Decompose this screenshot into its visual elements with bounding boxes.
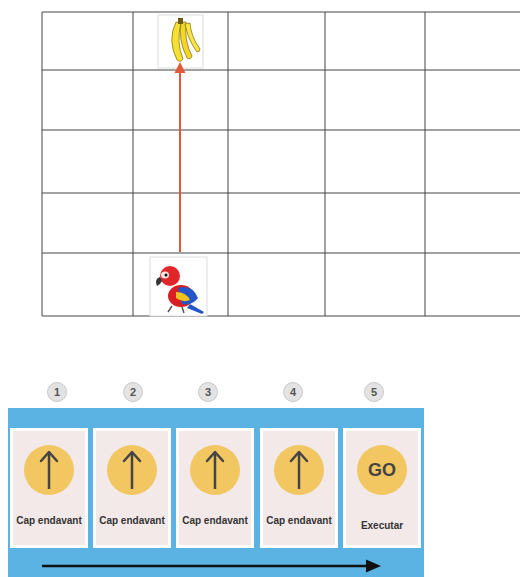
command-label: Executar bbox=[346, 520, 418, 532]
order-arrow-head bbox=[366, 560, 381, 573]
arrow-symbol-head bbox=[207, 452, 223, 461]
order-arrow-line bbox=[42, 565, 370, 568]
grid-line bbox=[133, 12, 134, 316]
arrow-symbol-head bbox=[41, 452, 57, 461]
card-icon bbox=[263, 431, 335, 545]
callout-number: 1 bbox=[47, 382, 67, 402]
command-label: Cap endavant bbox=[13, 515, 85, 527]
callout-number: 2 bbox=[123, 382, 143, 402]
card-icon bbox=[96, 431, 168, 545]
banana-fruit bbox=[185, 23, 200, 52]
grid-line bbox=[42, 316, 520, 317]
icon-circle bbox=[274, 445, 324, 495]
grid-line bbox=[425, 12, 426, 316]
command-label: Cap endavant bbox=[179, 515, 251, 527]
path-arrow-head bbox=[175, 62, 186, 73]
banana-picture bbox=[158, 15, 203, 68]
grid-line bbox=[42, 70, 520, 71]
path-arrow bbox=[175, 62, 186, 252]
parrot-wing bbox=[176, 292, 190, 301]
command-card: Cap endavant bbox=[260, 428, 338, 548]
icon-circle bbox=[107, 445, 157, 495]
program-panel bbox=[8, 408, 424, 577]
grid-line bbox=[42, 12, 520, 13]
card-icon bbox=[13, 431, 85, 545]
order-arrow bbox=[42, 560, 381, 573]
grid-line bbox=[325, 12, 326, 316]
arrow-symbol-shaft bbox=[298, 453, 301, 489]
command-card: Cap endavant bbox=[10, 428, 88, 548]
callout-number: 3 bbox=[198, 382, 218, 402]
picture-frame bbox=[158, 15, 203, 68]
command-label: Cap endavant bbox=[96, 515, 168, 527]
grid bbox=[42, 12, 520, 316]
command-card: GO Executar bbox=[343, 428, 421, 548]
parrot-face bbox=[161, 272, 169, 279]
arrow-symbol-shaft bbox=[48, 453, 51, 489]
grid-line bbox=[42, 253, 520, 254]
grid-line bbox=[42, 193, 520, 194]
icon-circle bbox=[190, 445, 240, 495]
path-arrow-line bbox=[179, 70, 181, 252]
arrow-symbol-shaft bbox=[214, 453, 217, 489]
card-icon bbox=[179, 431, 251, 545]
arrow-symbol-head bbox=[291, 452, 307, 461]
parrot-head bbox=[160, 266, 180, 286]
picture-frame bbox=[150, 257, 207, 316]
parrot-picture bbox=[150, 257, 207, 316]
banana-stem bbox=[178, 18, 183, 24]
arrow-symbol-shaft bbox=[131, 453, 134, 489]
button-label: GO bbox=[346, 459, 418, 481]
icon-circle bbox=[24, 445, 74, 495]
command-card: Cap endavant bbox=[176, 428, 254, 548]
callout-number: 5 bbox=[364, 382, 384, 402]
grid-line bbox=[228, 12, 229, 316]
parrot-eye bbox=[165, 274, 168, 277]
callout-number: 4 bbox=[283, 382, 303, 402]
parrot-beak bbox=[156, 277, 162, 286]
grid-line bbox=[42, 130, 520, 131]
command-card: Cap endavant bbox=[93, 428, 171, 548]
command-label: Cap endavant bbox=[263, 515, 335, 527]
grid-line bbox=[42, 12, 43, 316]
arrow-symbol-head bbox=[124, 452, 140, 461]
parrot-tail bbox=[187, 304, 204, 314]
parrot-feet bbox=[168, 306, 184, 313]
